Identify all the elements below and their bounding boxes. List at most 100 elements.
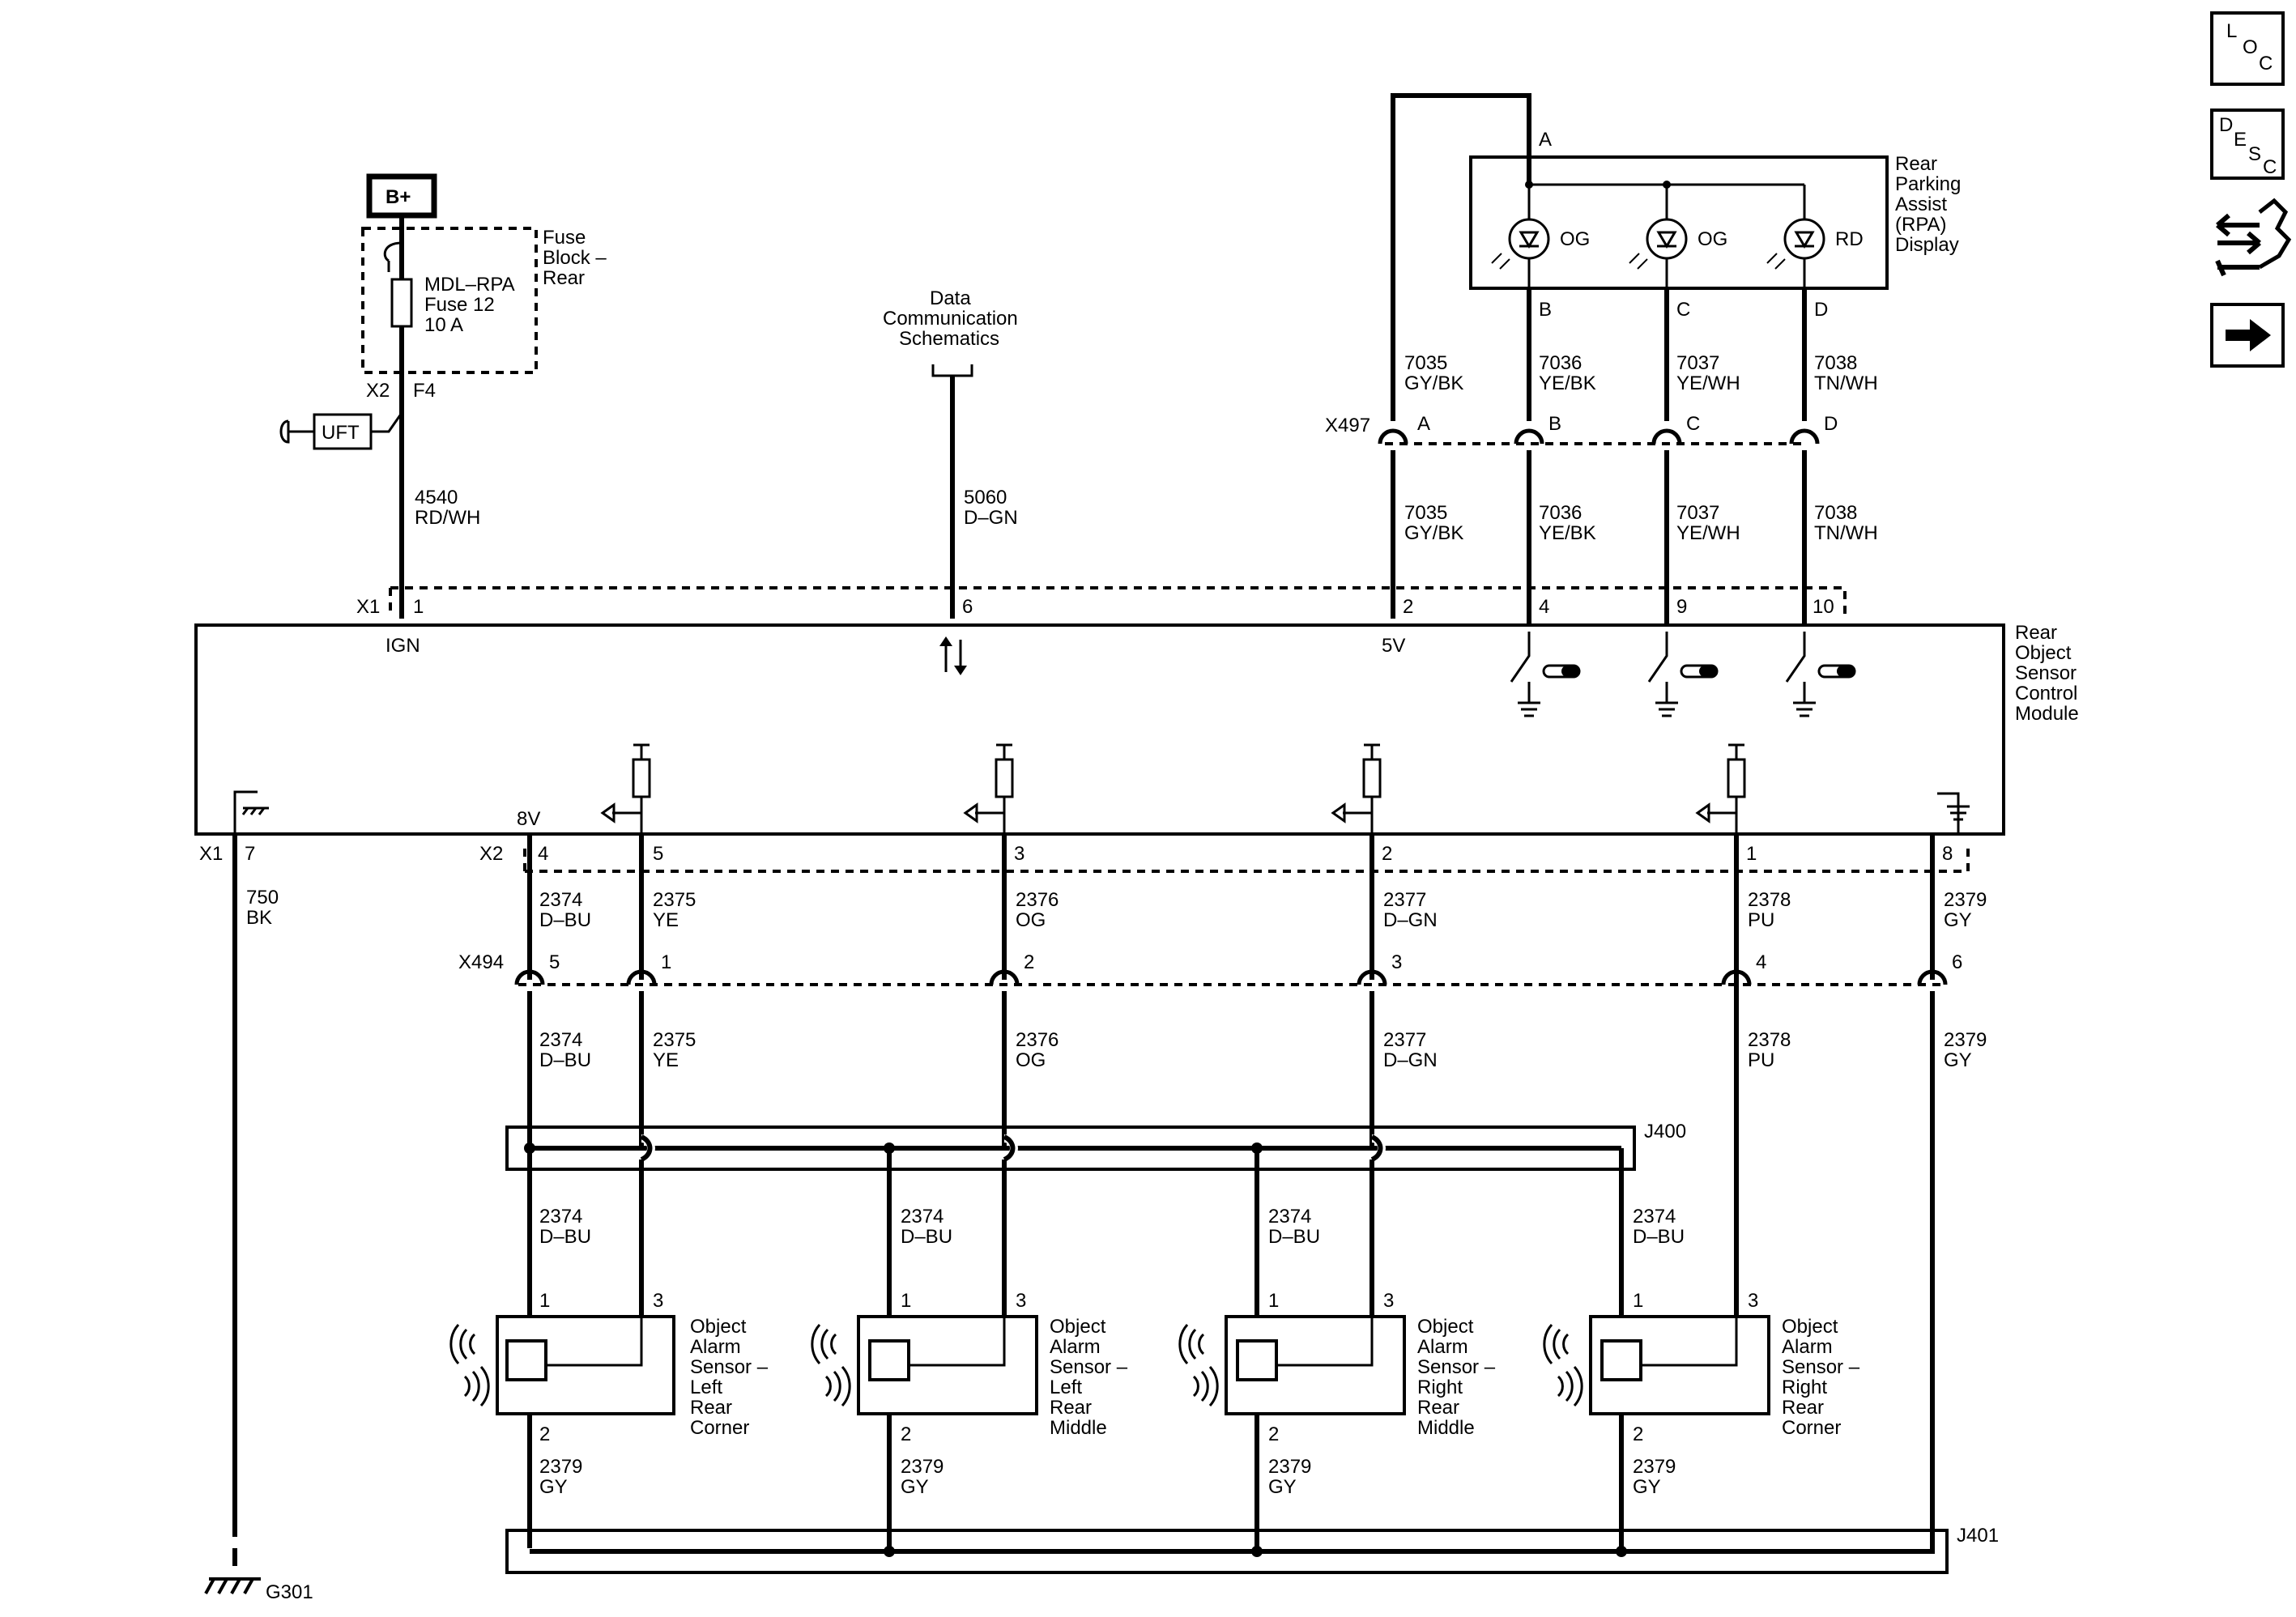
x1-pin: 7 xyxy=(245,843,255,865)
loc-letter: C xyxy=(2259,53,2273,74)
x2-label: X2 xyxy=(479,843,503,865)
wire-label: 2379 xyxy=(1633,1456,1676,1478)
wire-label: YE/WH xyxy=(1676,372,1740,394)
conn-pin: 1 xyxy=(661,951,671,973)
sensor-pin: 2 xyxy=(1268,1423,1279,1445)
fuse-label: Fuse 12 xyxy=(424,294,495,316)
wire-label: 7037 xyxy=(1676,502,1719,524)
module-title: Module xyxy=(2015,703,2079,725)
conn-pin: 2 xyxy=(1024,951,1034,973)
sensor-pin: 3 xyxy=(1383,1290,1394,1312)
ground-icon xyxy=(1937,792,1970,834)
wire-label: GY xyxy=(1268,1476,1297,1498)
fuse-block: Fuse Block – Rear MDL–RPA Fuse 12 10 A xyxy=(361,215,607,374)
wire-label: 2375 xyxy=(653,889,696,911)
wire-label: 2374 xyxy=(539,1029,582,1051)
sensor-label: Middle xyxy=(1050,1417,1107,1439)
ground-name: G301 xyxy=(266,1581,313,1603)
wire-label: 7038 xyxy=(1814,352,1857,374)
wire-7035 xyxy=(1391,93,1531,421)
wire-label: D–GN xyxy=(1383,1049,1438,1071)
v8-label: 8V xyxy=(517,808,540,830)
wire-label: 7035 xyxy=(1404,352,1447,374)
wire-label: 2374 xyxy=(1633,1206,1676,1228)
ultrasonic-icon xyxy=(1178,1324,1219,1406)
sensor-label: Corner xyxy=(690,1417,749,1439)
module-pin: 8 xyxy=(1942,843,1953,865)
sensor-label: Rear xyxy=(690,1397,732,1419)
conn-pin: C xyxy=(1686,413,1700,435)
x1-top-label: X1 xyxy=(356,596,380,618)
sensor-label: Sensor – xyxy=(1417,1356,1496,1378)
desc-button[interactable]: D E S C xyxy=(2210,109,2285,180)
rpa-title: Parking xyxy=(1895,173,1961,195)
wire-label: 2374 xyxy=(901,1206,944,1228)
ign-label: IGN xyxy=(386,635,420,657)
sensor-label: Sensor – xyxy=(1050,1356,1128,1378)
module-pin: 2 xyxy=(1382,843,1392,865)
ultrasonic-icon xyxy=(1543,1324,1583,1406)
led-color: OG xyxy=(1560,228,1590,250)
wire-label: 2379 xyxy=(901,1456,944,1478)
next-page-button[interactable] xyxy=(2210,303,2285,368)
module-pin: 3 xyxy=(1014,843,1024,865)
wire-label: 7035 xyxy=(1404,502,1447,524)
sensor-feed-wires xyxy=(527,1148,1624,1317)
wire-label: D–BU xyxy=(539,909,591,931)
rpa-pin: B xyxy=(1539,299,1552,321)
sensor-label: Object xyxy=(1050,1316,1106,1338)
sensor-pin: 3 xyxy=(653,1290,663,1312)
data-comm-bracket xyxy=(931,364,973,377)
loc-button[interactable]: L O C xyxy=(2210,11,2285,86)
x494-connector: X494 5 1 2 3 4 6 xyxy=(458,951,1962,986)
fuse-block-label: Block – xyxy=(543,247,607,269)
desc-letter: E xyxy=(2234,129,2247,151)
rpa-title: Rear xyxy=(1895,153,1937,175)
wire-label: 2379 xyxy=(539,1456,582,1478)
conn-pin: 5 xyxy=(549,951,560,973)
wire-label: GY xyxy=(901,1476,929,1498)
desc-letter: S xyxy=(2248,143,2261,165)
sensor-pin: 2 xyxy=(539,1423,550,1445)
sensor-pin: 1 xyxy=(1268,1290,1279,1312)
wire-label: D–GN xyxy=(964,507,1018,529)
wire-label: OG xyxy=(1016,1049,1046,1071)
sensor-pin: 3 xyxy=(1016,1290,1026,1312)
pullup-resistor xyxy=(1331,743,1382,834)
conn-pin: D xyxy=(1824,413,1838,435)
module-pin: 10 xyxy=(1813,596,1834,618)
conn-pin: 4 xyxy=(1756,951,1766,973)
fuse-block-label: Fuse xyxy=(543,227,586,249)
module-pin: 1 xyxy=(413,596,424,618)
wire-label: 2379 xyxy=(1944,1029,1987,1051)
wire-label: D–BU xyxy=(901,1226,952,1248)
wire-label: RD/WH xyxy=(415,507,480,529)
wire-label: BK xyxy=(246,907,272,929)
wire-label: 2376 xyxy=(1016,1029,1059,1051)
wire-label: 2374 xyxy=(539,889,582,911)
sensor-label: Alarm xyxy=(1782,1336,1833,1358)
sensor-pin: 2 xyxy=(901,1423,911,1445)
wire-label: 7036 xyxy=(1539,352,1582,374)
module-title: Sensor xyxy=(2015,662,2077,684)
data-comm-label: Schematics xyxy=(899,328,999,350)
connector-tool-icon[interactable] xyxy=(2215,198,2292,277)
sensor-label: Sensor – xyxy=(1782,1356,1860,1378)
wire-label: TN/WH xyxy=(1814,522,1878,544)
sensor-label: Sensor – xyxy=(690,1356,769,1378)
wire-label: YE xyxy=(653,1049,679,1071)
object-alarm-sensor: 1 3 2 Object Alarm Sensor – Right Rear C… xyxy=(1543,1290,1860,1445)
wire-label: 2378 xyxy=(1748,889,1791,911)
wire-label: GY xyxy=(1944,909,1972,931)
sensor-label: Alarm xyxy=(1050,1336,1101,1358)
uft-splice: UFT xyxy=(279,412,403,450)
led-color: RD xyxy=(1835,228,1864,250)
module-title: Rear xyxy=(2015,622,2057,644)
sensor-label: Rear xyxy=(1417,1397,1459,1419)
wire-label: 7037 xyxy=(1676,352,1719,374)
wire-label: D–GN xyxy=(1383,909,1438,931)
low-side-switch xyxy=(1647,632,1719,717)
module-pin: 4 xyxy=(538,843,548,865)
sensor-pin: 3 xyxy=(1748,1290,1758,1312)
wire-label: GY/BK xyxy=(1404,372,1463,394)
